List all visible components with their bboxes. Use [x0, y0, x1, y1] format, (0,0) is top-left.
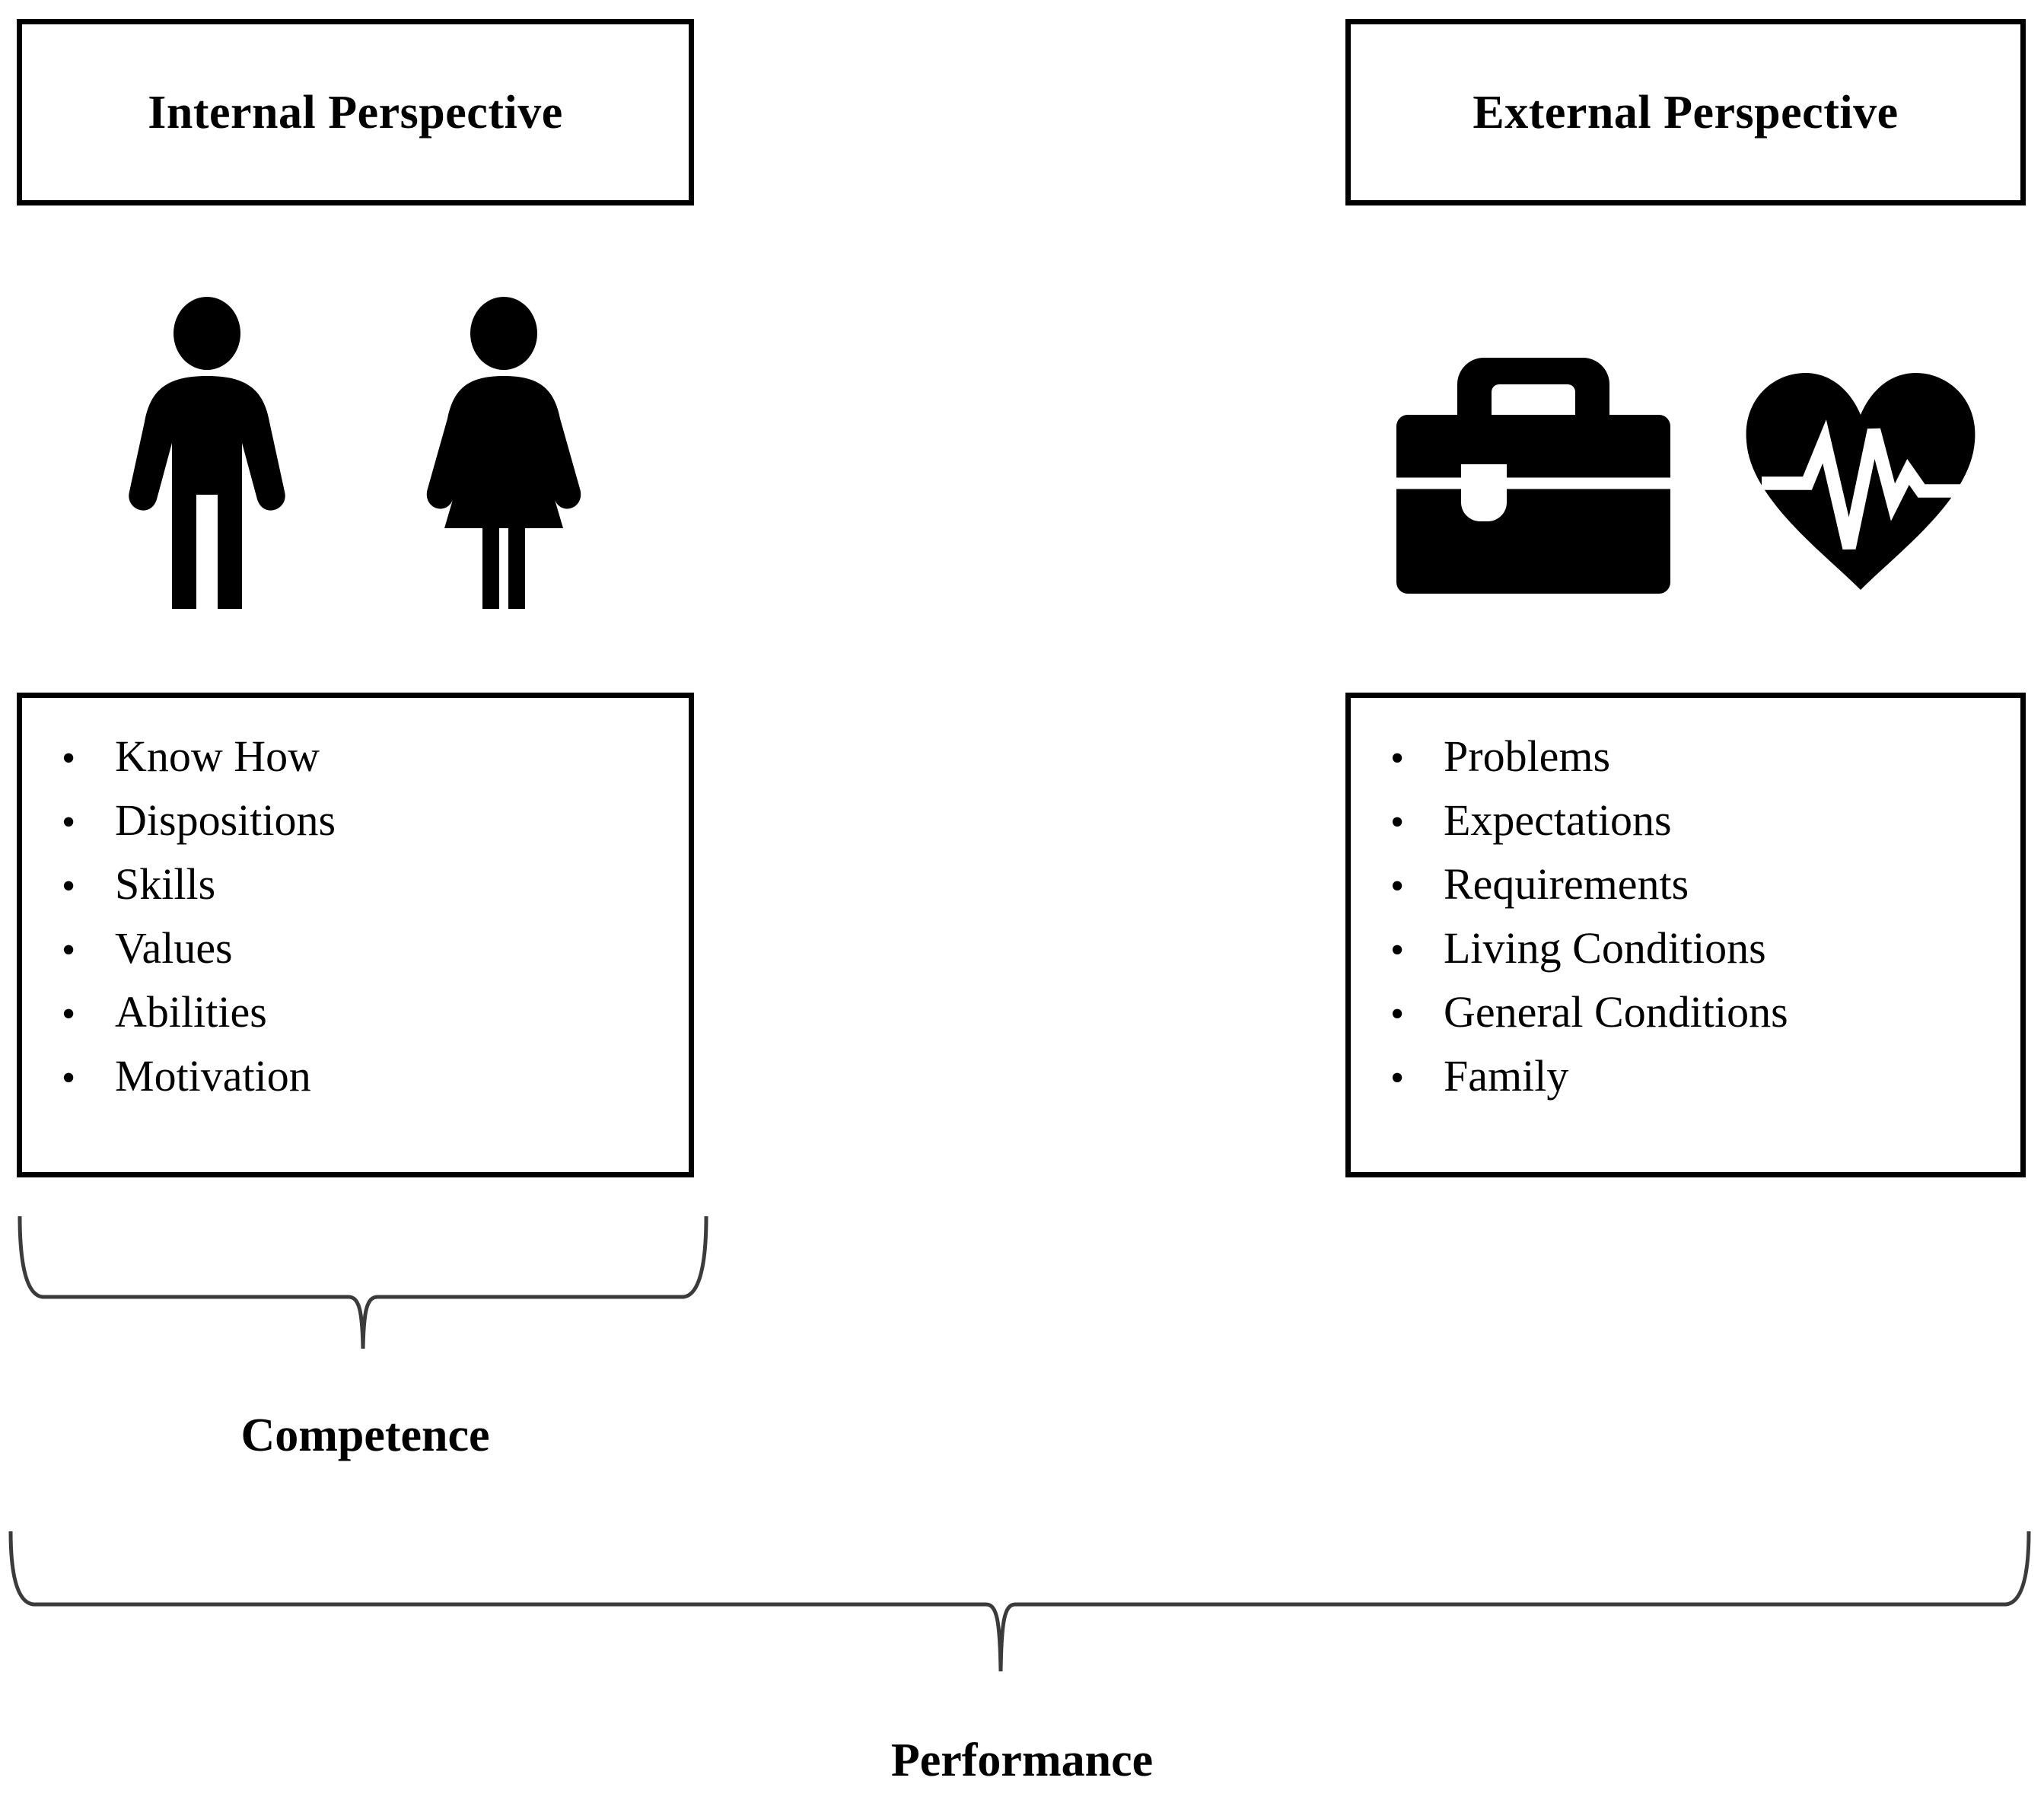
bullet-dot-icon: • — [62, 801, 76, 844]
performance-label: Performance — [890, 1735, 1154, 1786]
bullet-list-internal: • Know How • Dispositions • Skills • Val… — [22, 734, 689, 1118]
briefcase-icon — [1393, 350, 1674, 594]
list-item-label: Motivation — [115, 1051, 311, 1101]
list-item-label: Know How — [115, 731, 320, 781]
bullet-dot-icon: • — [62, 1056, 76, 1100]
list-item: • Motivation — [22, 1054, 689, 1118]
competence-brace-icon — [17, 1215, 709, 1352]
list-item: • Values — [22, 926, 689, 990]
list-item-label: General Conditions — [1444, 987, 1788, 1037]
heart-pulse-icon — [1743, 365, 1979, 594]
list-item: • Know How — [22, 734, 689, 798]
list-item: • Dispositions — [22, 798, 689, 862]
list-item-label: Abilities — [115, 987, 267, 1037]
list-box-external: • Problems • Expectations • Requirements… — [1345, 693, 2026, 1177]
list-item: • Abilities — [22, 990, 689, 1054]
list-item-label: Family — [1444, 1051, 1569, 1101]
bullet-dot-icon: • — [1390, 929, 1405, 972]
bullet-dot-icon: • — [1390, 865, 1405, 908]
icon-row-internal — [17, 282, 694, 616]
list-item: • Problems — [1351, 734, 2020, 798]
bullet-dot-icon: • — [1390, 737, 1405, 780]
header-box-internal-perspective: Internal Perspective — [17, 19, 694, 205]
list-item: • Expectations — [1351, 798, 2020, 862]
bullet-dot-icon: • — [62, 929, 76, 972]
list-item-label: Skills — [115, 859, 216, 909]
list-item: • Family — [1351, 1054, 2020, 1118]
list-item-label: Living Conditions — [1444, 923, 1766, 973]
bullet-dot-icon: • — [62, 865, 76, 908]
header-box-external-perspective: External Perspective — [1345, 19, 2026, 205]
bullet-list-external: • Problems • Expectations • Requirements… — [1351, 734, 2020, 1118]
bullet-dot-icon: • — [1390, 1056, 1405, 1100]
list-item-label: Problems — [1444, 731, 1611, 781]
list-item: • Skills — [22, 862, 689, 926]
list-item: • Living Conditions — [1351, 926, 2020, 990]
list-box-internal: • Know How • Dispositions • Skills • Val… — [17, 693, 694, 1177]
list-item: • General Conditions — [1351, 990, 2020, 1054]
competence-label: Competence — [240, 1410, 490, 1461]
bullet-dot-icon: • — [62, 992, 76, 1036]
bullet-dot-icon: • — [1390, 801, 1405, 844]
list-item: • Requirements — [1351, 862, 2020, 926]
list-item-label: Requirements — [1444, 859, 1689, 909]
header-title-external: External Perspective — [1473, 86, 1899, 139]
performance-brace-icon — [8, 1530, 2032, 1682]
icon-row-external — [1345, 304, 2026, 594]
bullet-dot-icon: • — [1390, 992, 1405, 1036]
list-item-label: Dispositions — [115, 795, 336, 845]
bullet-dot-icon: • — [62, 737, 76, 780]
person-female-icon — [420, 297, 587, 616]
person-male-icon — [123, 297, 291, 616]
list-item-label: Expectations — [1444, 795, 1672, 845]
header-title-internal: Internal Perspective — [148, 86, 563, 139]
list-item-label: Values — [115, 923, 233, 973]
